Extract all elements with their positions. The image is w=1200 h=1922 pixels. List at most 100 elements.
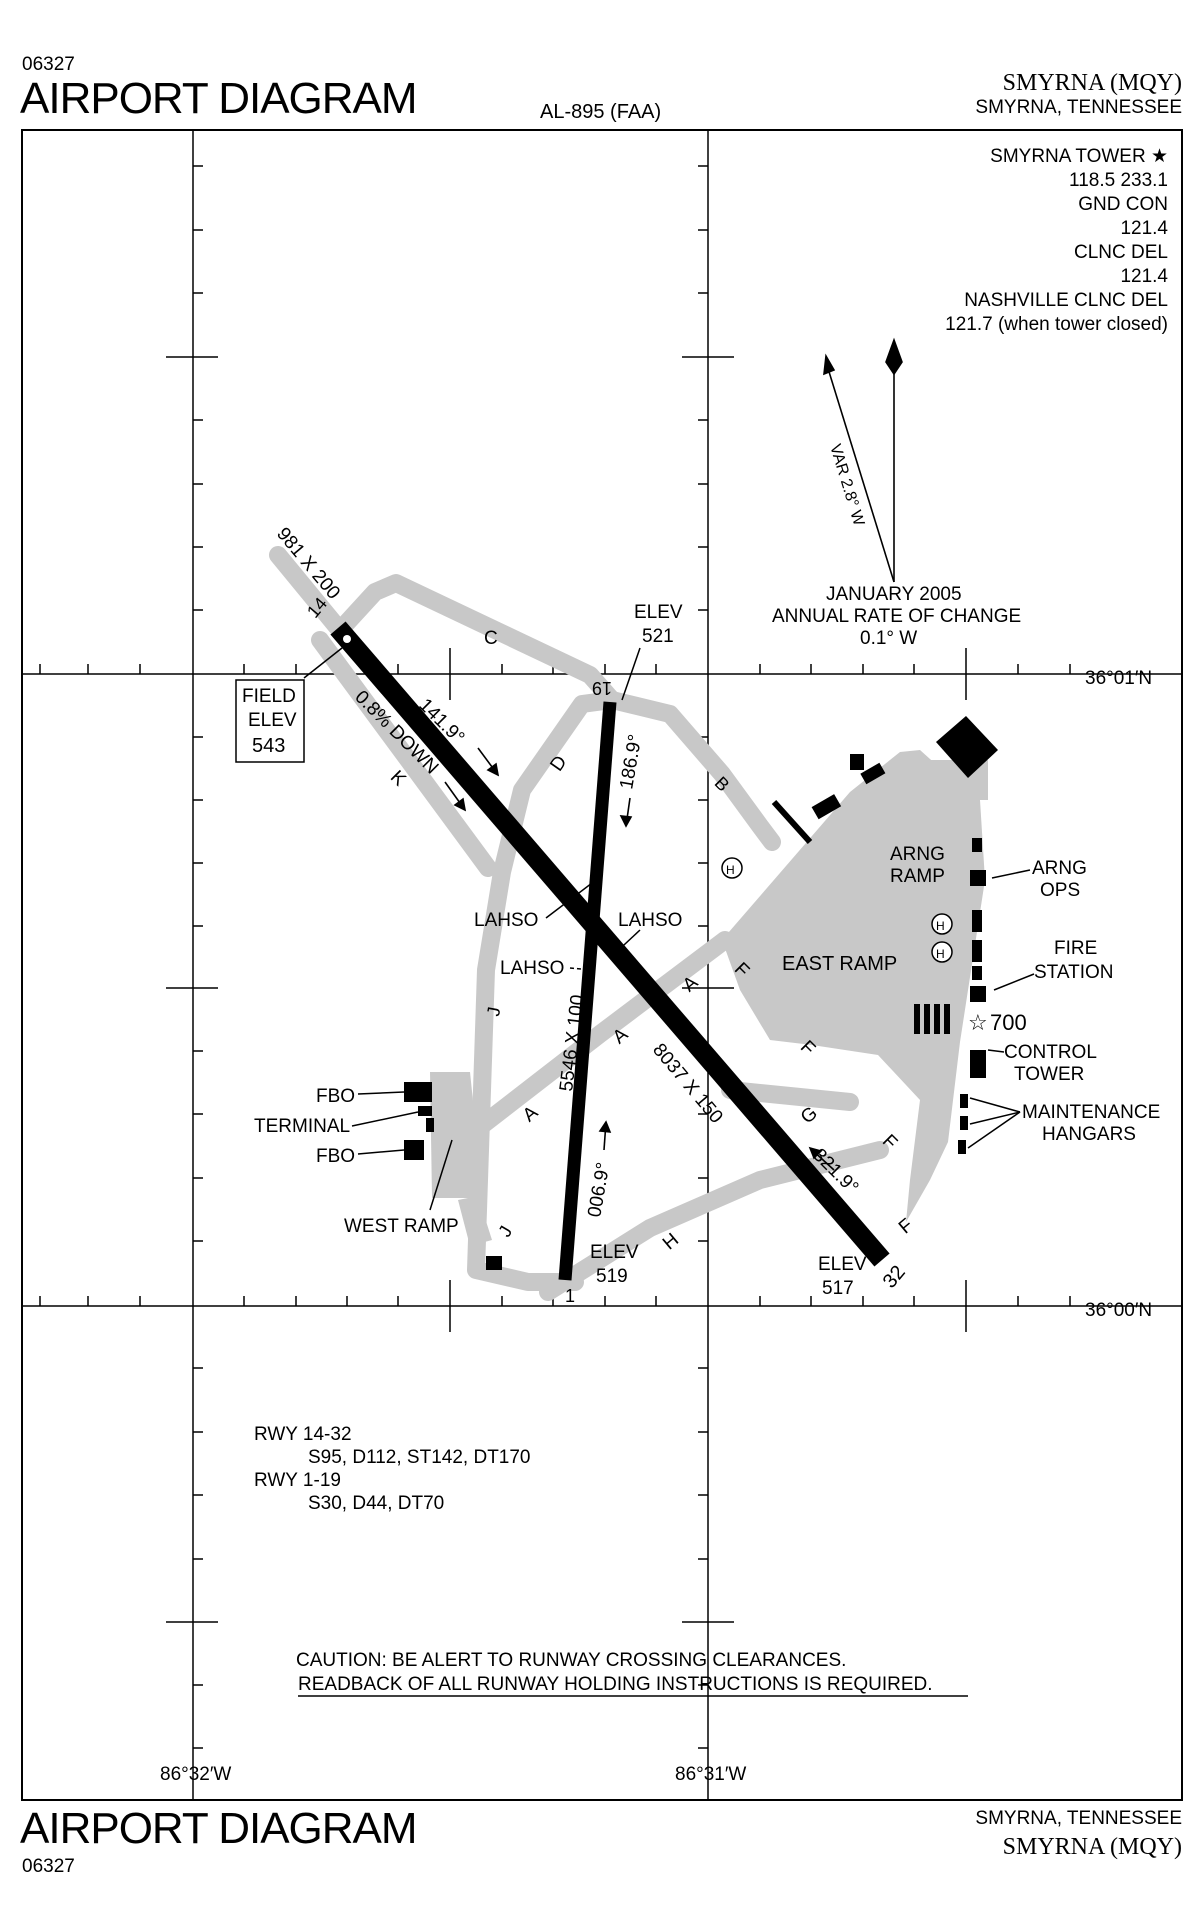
lat-label-bottom: 36°00′N: [1085, 1300, 1152, 1321]
clearance-label: CLNC DEL: [1074, 242, 1168, 263]
building-ne-4: [771, 799, 813, 845]
magvar-rate-label: ANNUAL RATE OF CHANGE: [772, 606, 1021, 627]
fbo-building-2: [404, 1140, 424, 1160]
tower-name: SMYRNA TOWER ★: [990, 146, 1168, 167]
heading-arrows: [444, 747, 835, 1171]
heading-186: 186.9°: [616, 733, 646, 791]
maintenance-leaders: [967, 1097, 1021, 1149]
nashville-clearance-frequency: 121.7 (when tower closed): [945, 314, 1168, 335]
arng-ramp-label-1: ARNG: [890, 844, 945, 865]
footer-location: SMYRNA, TENNESSEE: [975, 1808, 1182, 1829]
lon-label-left: 86°32′W: [160, 1764, 231, 1785]
footer-title: AIRPORT DIAGRAM: [20, 1804, 418, 1853]
elev-32-value: 517: [822, 1278, 854, 1299]
fire-station-leader: [993, 973, 1035, 991]
terminal-building: [418, 1106, 432, 1116]
hangar-row-1: [972, 838, 982, 852]
fire-station-label-1: FIRE: [1054, 938, 1097, 959]
strength-rwy-14-32: RWY 14-32: [254, 1424, 352, 1445]
runway-19-label: 19: [592, 678, 612, 698]
chart-number: 06327: [22, 54, 75, 75]
hangar-row-2: [972, 910, 982, 932]
helipad-1-circle: [721, 857, 743, 879]
page-title: AIRPORT DIAGRAM: [20, 74, 418, 123]
west-small-building: [486, 1256, 502, 1270]
taxiway-k: [311, 631, 497, 877]
maint-hangar-2: [960, 1116, 968, 1130]
taxiway-label-c: C: [484, 628, 498, 649]
chart-id: AL-895 (FAA): [540, 101, 662, 123]
taxiway-label-h: H: [659, 1229, 683, 1254]
elev-32-label: ELEV: [818, 1254, 867, 1275]
west-ramp: [430, 1072, 478, 1198]
heading-006: 006.9°: [584, 1161, 614, 1219]
lat-label-top: 36°01′N: [1085, 668, 1152, 689]
north-arrows: [823, 337, 903, 583]
elev-1-value: 519: [596, 1266, 628, 1287]
hangar-large: [936, 716, 998, 778]
strength-rwy-1-19-data: S30, D44, DT70: [308, 1493, 444, 1514]
taxiway-c: [333, 574, 621, 709]
lahso-label-1: LAHSO: [474, 910, 538, 931]
helipad-3-circle: [931, 941, 953, 963]
fbo-label-1: FBO: [316, 1086, 355, 1107]
terminal-building-2: [426, 1118, 434, 1132]
building-ne-2: [860, 762, 886, 785]
arng-ops-label-1: ARNG: [1032, 858, 1087, 879]
maint-hangar-1: [960, 1094, 968, 1108]
terminal-label: TERMINAL: [254, 1116, 350, 1137]
taxiway-d: [467, 691, 621, 1291]
field-elev-leader: [303, 647, 343, 679]
control-tower-label-2: TOWER: [1014, 1064, 1084, 1085]
control-tower-leader: [987, 1049, 1005, 1053]
fbo-leader-2: [357, 1149, 405, 1155]
airport-name: SMYRNA (MQY): [1002, 70, 1182, 96]
west-apron-stub: [458, 1196, 492, 1246]
footer-airport-name: SMYRNA (MQY): [1002, 1834, 1182, 1860]
fbo-building-1: [404, 1082, 432, 1102]
runway-1-19: [558, 701, 617, 1281]
buildings: [404, 716, 998, 1270]
magnetic-north-arrowhead: [823, 353, 836, 376]
fbo-label-2: FBO: [316, 1146, 355, 1167]
control-tower-label-1: CONTROL: [1004, 1042, 1097, 1063]
arng-ops-building: [970, 870, 986, 886]
helipad-2-label: H: [936, 919, 945, 933]
field-elev-line1: FIELD: [242, 686, 296, 707]
magnetic-variation: VAR 2.8° W: [826, 442, 867, 528]
runway-32-label: 32: [879, 1261, 910, 1292]
lahso-leader-2: [609, 929, 641, 959]
maintenance-label-2: HANGARS: [1042, 1124, 1136, 1145]
helipad-1-label: H: [726, 863, 735, 877]
clearance-frequency: 121.4: [1120, 266, 1168, 287]
taxiway-label-a3: A: [519, 1102, 542, 1126]
hangar-row-3: [972, 940, 982, 962]
tower-star-icon: ☆: [968, 1010, 988, 1035]
helipads: [721, 857, 953, 963]
magnetic-north-line: [825, 361, 895, 583]
magvar-date: JANUARY 2005: [826, 584, 962, 605]
terminal-leader: [351, 1111, 419, 1127]
fire-station-label-2: STATION: [1034, 962, 1114, 983]
lon-label-right: 86°31′W: [675, 1764, 746, 1785]
fire-station-building: [970, 986, 986, 1002]
east-ramp-label: EAST RAMP: [782, 953, 897, 975]
control-tower-building: [970, 1050, 986, 1078]
runway-1-label: 1: [565, 1286, 575, 1306]
taxiway-label-f4: F: [895, 1215, 917, 1239]
elev-19-value: 521: [642, 626, 674, 647]
comms-block: SMYRNA TOWER ★ 118.5 233.1 GND CON 121.4…: [945, 146, 1168, 335]
strength-rwy-1-19: RWY 1-19: [254, 1470, 341, 1491]
helipad-3-label: H: [936, 947, 945, 961]
fbo-leader-1: [357, 1091, 405, 1095]
helipad-2-circle: [931, 913, 953, 935]
field-elev-line2: ELEV: [248, 710, 297, 731]
tower-frequency: 118.5 233.1: [1069, 170, 1168, 191]
magvar-rate: 0.1° W: [860, 628, 917, 649]
building-ne-1: [850, 754, 864, 770]
taxiway-overrun: [269, 546, 347, 637]
arng-ramp-label-2: RAMP: [890, 866, 945, 887]
airport-location: SMYRNA, TENNESSEE: [975, 97, 1182, 118]
taxiway-network: [269, 546, 889, 1301]
